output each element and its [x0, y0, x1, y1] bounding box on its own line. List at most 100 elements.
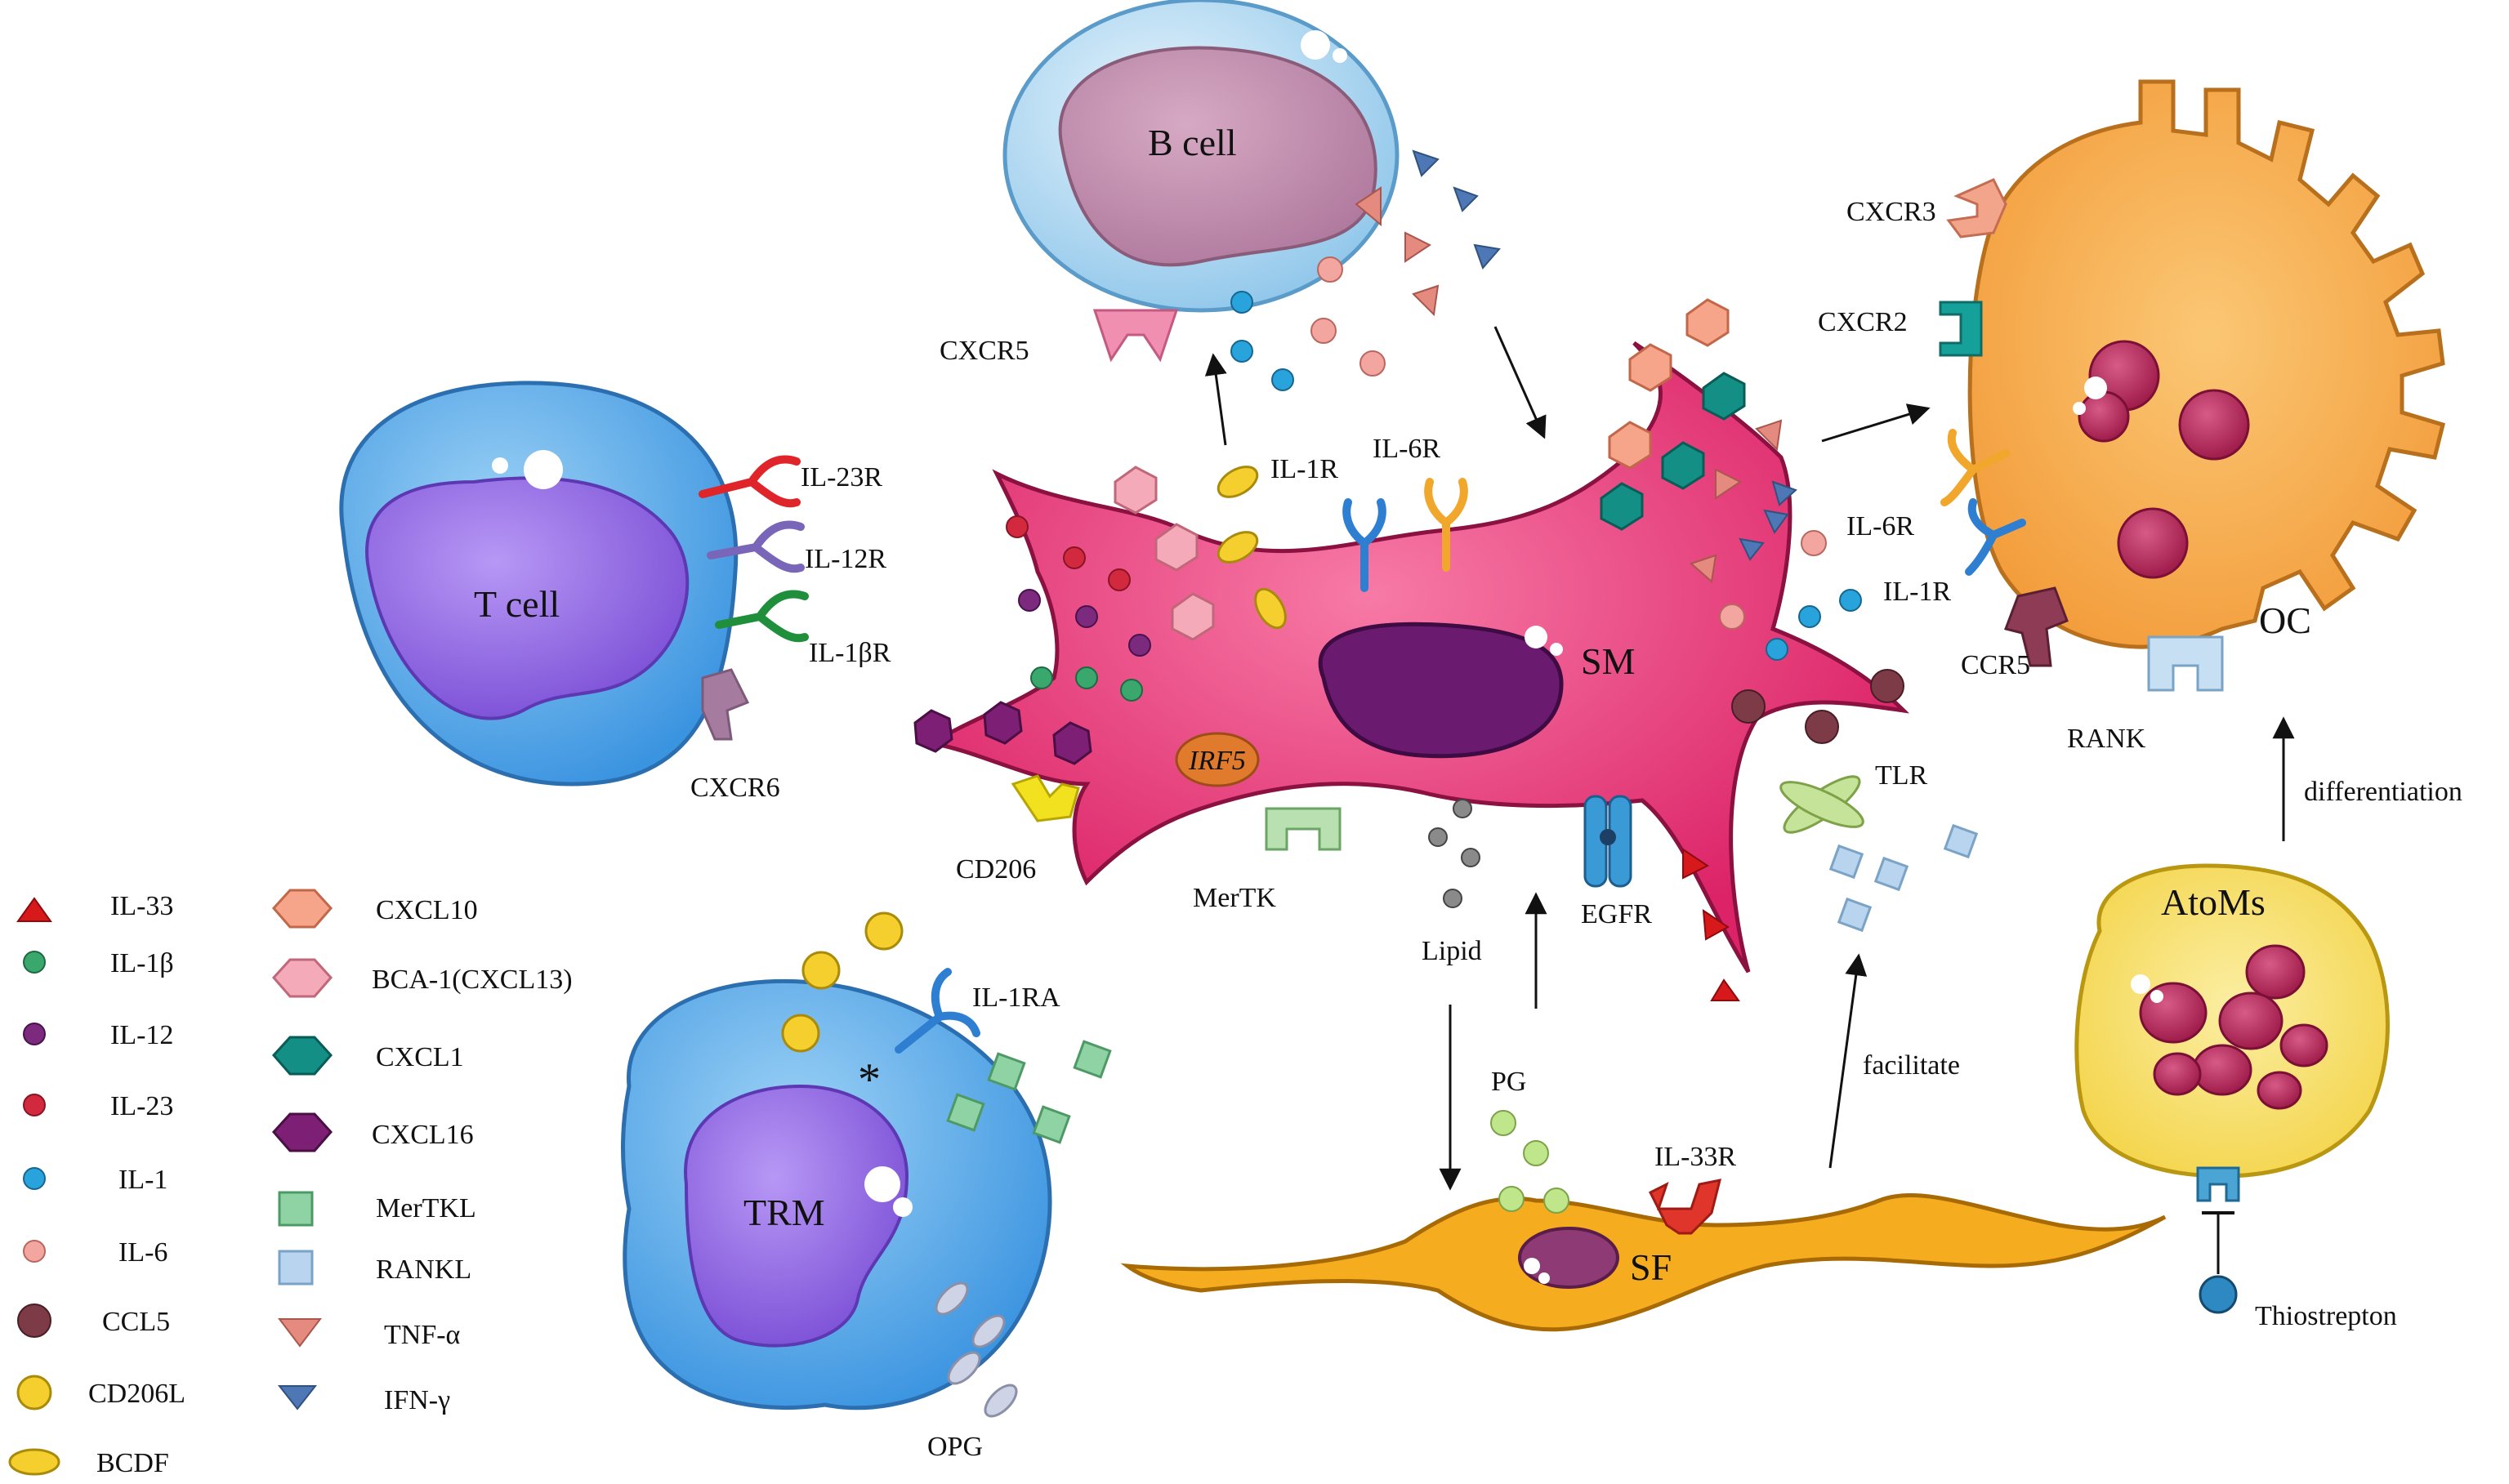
cxcr3-receptor: [1946, 178, 2007, 238]
legend-label-il33: IL-33: [110, 891, 173, 921]
legend-icon-cxcl10: [271, 889, 333, 929]
legend-col2: CXCL10 BCA-1(CXCL13) CXCL1 CXCL16 MerTKL…: [271, 889, 573, 1415]
il6r-oc-label: IL-6R: [1846, 511, 1914, 541]
ccr5-receptor: [2004, 586, 2069, 667]
legend-icon-ifn: [277, 1385, 318, 1410]
legend-icon-bcdf: [8, 1448, 60, 1476]
legend-icon-cxcl1: [271, 1036, 333, 1076]
ifn-gamma-markers: [1412, 149, 1797, 561]
cxcr3-label: CXCR3: [1846, 197, 1936, 227]
legend-icon-ccl5: [17, 1304, 51, 1338]
il1b-markers: [1030, 666, 1143, 702]
cxcr6-label: CXCR6: [690, 773, 780, 803]
legend-label-tnf: TNF-α: [384, 1320, 461, 1350]
il23r-receptor: [699, 455, 801, 508]
il6r-sm-label: IL-6R: [1373, 434, 1440, 464]
b-cell-label: B cell: [1148, 122, 1237, 163]
pg-label: PG: [1491, 1067, 1526, 1097]
cxcl1-markers: [1600, 372, 1746, 531]
legend-label-il1: IL-1: [118, 1165, 167, 1195]
tlr-receptor: [1779, 775, 1864, 834]
il1br-receptor: [715, 590, 809, 643]
legend-label-cxcl16: CXCL16: [372, 1120, 474, 1150]
atoms-label: AtoMs: [2161, 881, 2266, 923]
legend-label-cxcl10: CXCL10: [376, 895, 478, 925]
rank-receptor: [2147, 635, 2224, 692]
il1ra-label: IL-1RA: [972, 983, 1060, 1013]
il12r-receptor: [707, 520, 805, 573]
mertk-receptor: [1265, 807, 1342, 851]
t-cell: T cell: [339, 381, 739, 787]
legend: IL-33 IL-1β IL-12 IL-23 IL-1 IL-6 CCL5 C…: [8, 889, 573, 1478]
legend-label-il1b: IL-1β: [110, 948, 174, 978]
scattered-molecules: [781, 149, 1979, 1144]
arrow-sm-to-oc: [1821, 403, 1931, 443]
il1r-sm-receptor: [1342, 498, 1386, 592]
cxcr6-receptor: [701, 668, 750, 741]
thiostrepton-inhibitor: [2199, 1211, 2238, 1314]
legend-label-il23: IL-23: [110, 1091, 173, 1121]
sm-label: SM: [1581, 640, 1635, 682]
legend-label-cd206l: CD206L: [88, 1379, 185, 1409]
il1r-oc-receptor: [1965, 498, 2026, 576]
legend-icon-il33: [16, 897, 52, 922]
il12-markers: [1018, 589, 1151, 657]
trm-label: TRM: [743, 1192, 825, 1233]
legend-label-mertkl: MerTKL: [376, 1193, 476, 1223]
cd206-label: CD206: [956, 854, 1036, 885]
il1-markers: [1230, 291, 1862, 661]
arrow-sm-to-bcell: [1204, 353, 1227, 446]
legend-label-bcdf: BCDF: [96, 1448, 169, 1478]
oc-label: OC: [2259, 599, 2311, 641]
cxcl16-markers: [913, 701, 1092, 765]
il6r-sm-receptor: [1424, 478, 1468, 572]
mertk-label: MerTK: [1193, 883, 1276, 913]
ccl5-markers: [1731, 669, 1904, 744]
rank-label: RANK: [2067, 724, 2146, 754]
t-cell-label: T cell: [474, 583, 560, 625]
tnf-alpha-markers: [1355, 186, 1783, 583]
il12r-label: IL-12R: [805, 544, 886, 574]
arrow-bcell-to-sm: [1493, 326, 1547, 439]
il6r-oc-receptor: [1940, 429, 2010, 506]
opg-particles: [935, 1281, 1018, 1418]
facilitate-label: facilitate: [1863, 1050, 1960, 1081]
thiostrepton-label: Thiostrepton: [2255, 1301, 2397, 1331]
legend-icon-mertkl: [278, 1191, 314, 1227]
cd206-receptor: [1011, 774, 1080, 822]
legend-label-cxcl13: BCA-1(CXCL13): [372, 965, 573, 995]
cd206l-markers: [781, 911, 904, 1053]
mertkl-markers: [946, 1040, 1112, 1144]
asterisk-mark: *: [858, 1054, 881, 1105]
legend-label-cxcl1: CXCL1: [376, 1042, 464, 1072]
legend-label-ifn: IFN-γ: [384, 1385, 450, 1415]
il1ra-receptor: [895, 968, 980, 1054]
il33-markers: [1682, 848, 1740, 1001]
cxcr5-label: CXCR5: [940, 336, 1029, 366]
il33r-label: IL-33R: [1654, 1142, 1736, 1172]
legend-col1: IL-33 IL-1β IL-12 IL-23 IL-1 IL-6 CCL5 C…: [8, 891, 185, 1478]
cxcr5-receptor: [1092, 309, 1179, 363]
cxcl13-markers: [1114, 466, 1215, 641]
legend-icon-rankl: [278, 1250, 314, 1286]
legend-icon-il6: [23, 1240, 46, 1263]
legend-icon-il23: [23, 1094, 46, 1116]
pg-molecules: [1490, 1110, 1569, 1214]
opg-label: OPG: [927, 1432, 983, 1462]
egfr-label: EGFR: [1581, 899, 1652, 929]
sf-label: SF: [1630, 1246, 1672, 1288]
irf5-badge: IRF5: [1175, 732, 1260, 787]
legend-icon-il1: [23, 1167, 46, 1190]
il23r-label: IL-23R: [801, 462, 882, 492]
legend-label-il12: IL-12: [110, 1020, 173, 1050]
tlr-label: TLR: [1875, 760, 1928, 791]
legend-label-rankl: RANKL: [376, 1254, 471, 1285]
differentiation-label: differentiation: [2304, 777, 2462, 807]
il1br-label: IL-1βR: [809, 638, 891, 668]
cxcl10-markers: [1608, 298, 1730, 470]
legend-label-ccl5: CCL5: [102, 1307, 170, 1337]
atoms-cell: AtoMs: [2074, 863, 2390, 1179]
legend-icon-tnf: [277, 1318, 323, 1348]
arrows: [1204, 326, 2295, 1191]
